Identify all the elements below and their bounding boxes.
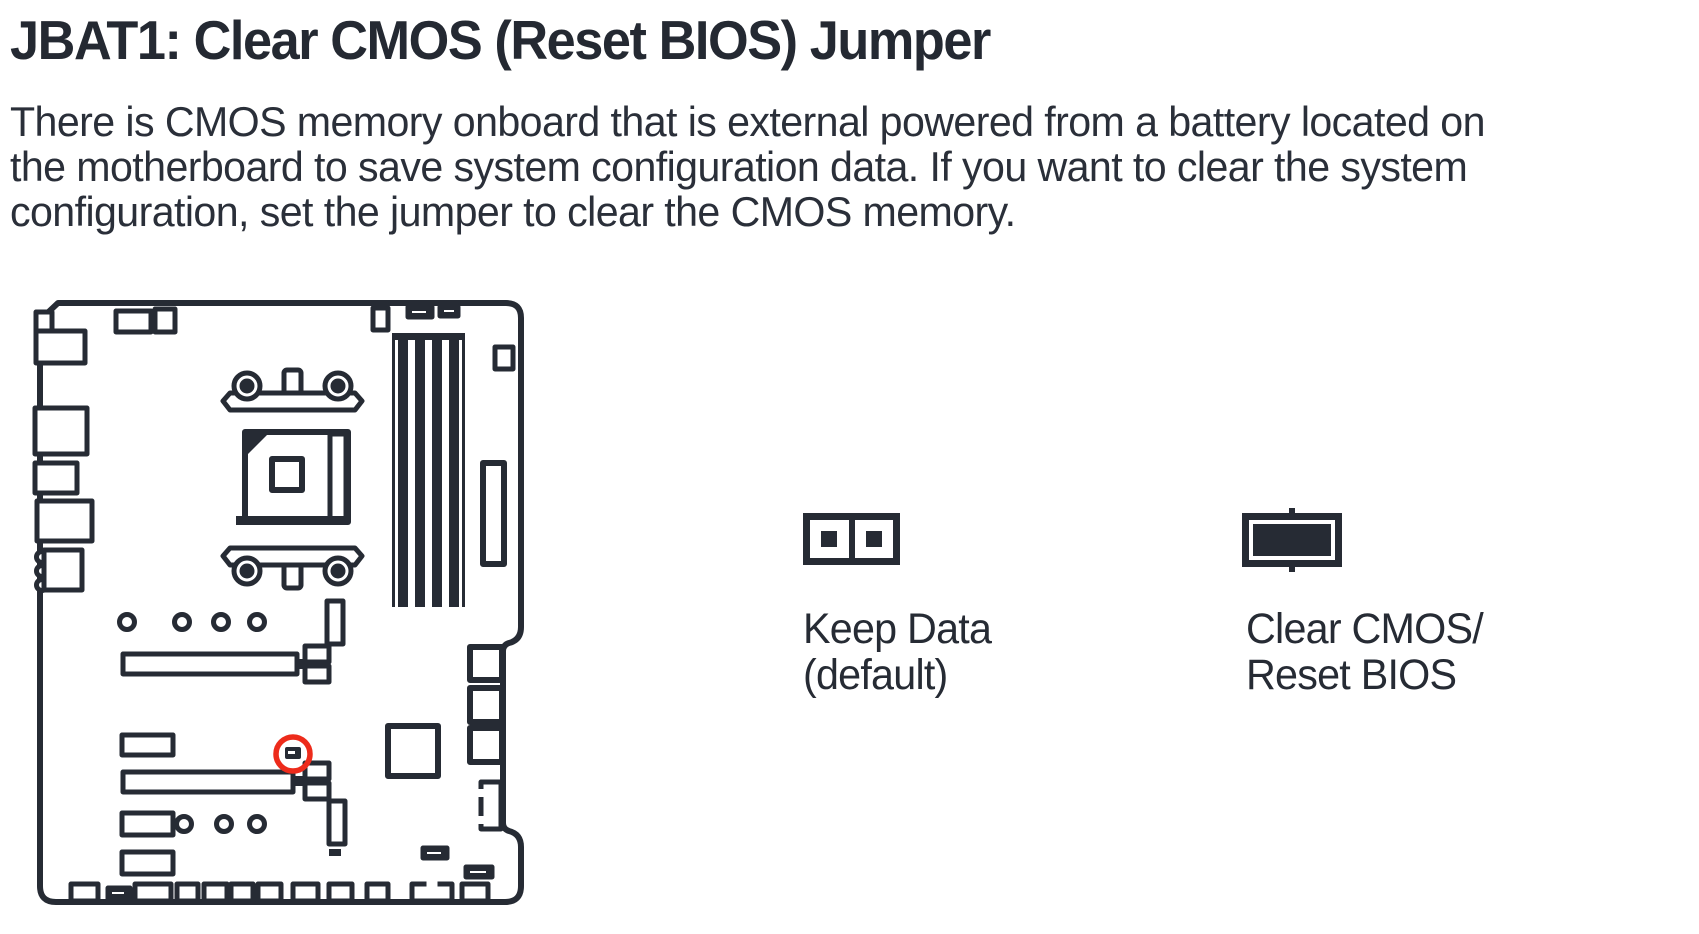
jbat1-highlight-circle [273,734,313,774]
body-line-1: There is CMOS memory onboard that is ext… [10,98,1485,145]
cpu-bracket-bottom [220,545,365,591]
cpu-bracket-top [220,367,365,413]
pcie-slot-2 [120,760,332,802]
body-line-2: the motherboard to save system configura… [10,143,1468,190]
jumper-cap [1253,524,1331,556]
keep-data-label-line-1: Keep Data [803,605,992,653]
clear-cmos-label-line-1: Clear CMOS/ [1246,605,1484,653]
jumper-pin-right [848,520,894,558]
dimm-slots [392,333,465,607]
atx-power-connector [480,460,507,567]
lower-headers [119,798,348,877]
page-title: JBAT1: Clear CMOS (Reset BIOS) Jumper [10,9,991,71]
pcie-slot-1 [120,643,332,685]
keep-data-label: Keep Data (default) [803,605,992,699]
jumper-pin-left [810,520,849,558]
m2-connector-1 [119,732,176,758]
pin-icon [821,531,838,547]
body-paragraph: There is CMOS memory onboard that is ext… [10,99,1485,234]
pin-icon [865,531,882,547]
body-line-3: configuration, set the jumper to clear t… [10,188,1016,235]
bottom-edge-headers [68,881,491,904]
keep-data-label-line-2: (default) [803,651,948,699]
jumper-open-icon [803,513,900,565]
jumper-stub-bottom [1289,566,1295,572]
jbat1-jumper [285,747,301,759]
cpu-socket [236,429,351,525]
clear-cmos-label-line-2: Reset BIOS [1246,651,1457,699]
clear-cmos-label: Clear CMOS/ Reset BIOS [1246,605,1484,699]
jumper-stub-top [1289,508,1295,514]
mounting-holes-upper [117,598,346,647]
chipset-and-right-connectors [385,644,505,880]
rear-io-ports [32,309,95,593]
jumper-capped-icon [1242,508,1342,572]
top-edge-connectors [113,304,516,372]
